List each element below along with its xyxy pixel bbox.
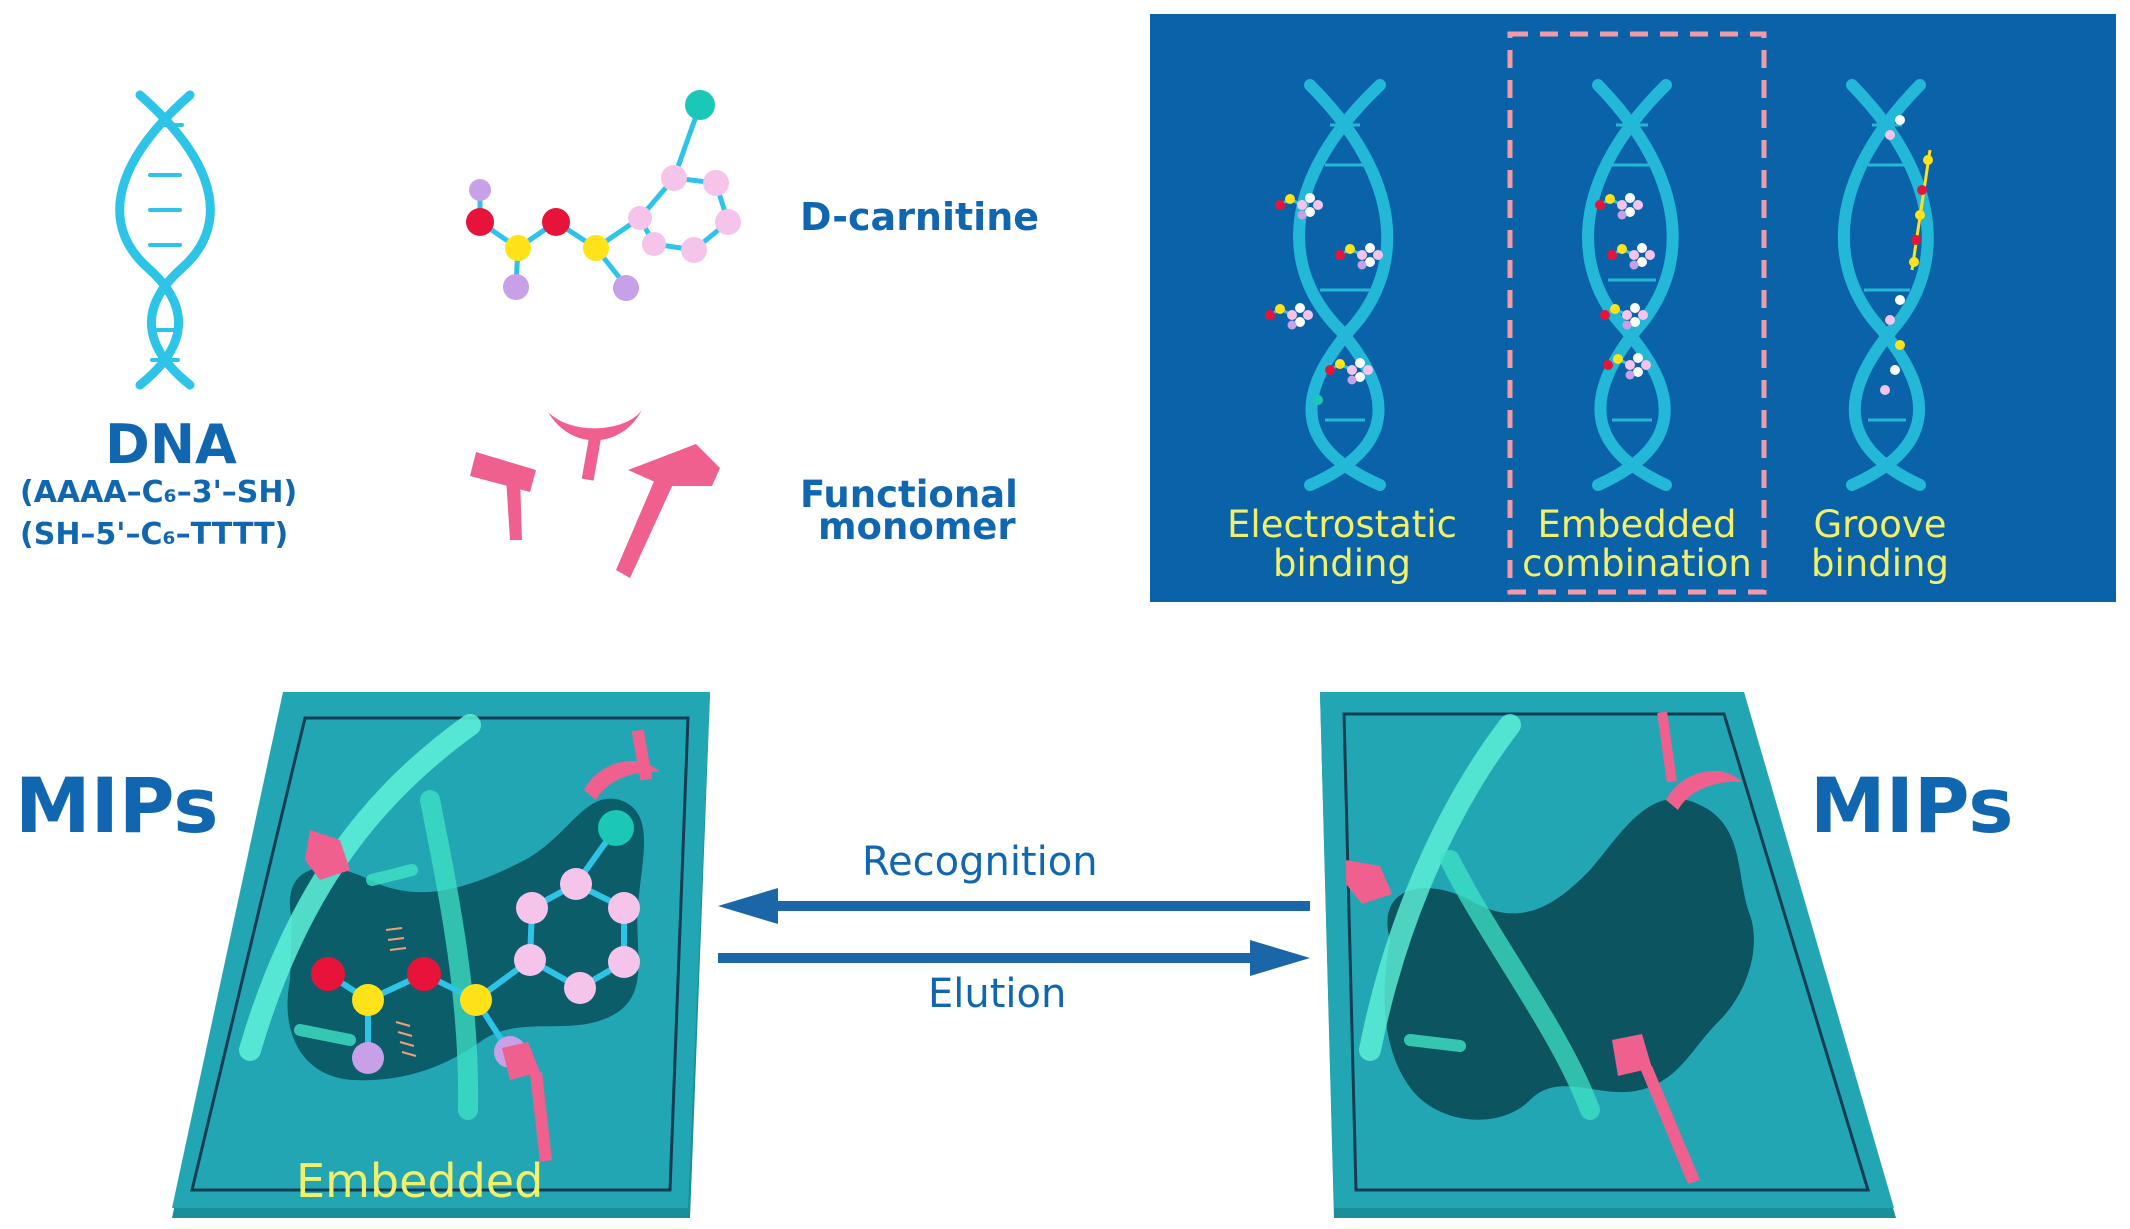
electrostatic-line2: binding (1273, 541, 1411, 585)
functional-monomer-icons (470, 410, 720, 578)
embedded-highlight-box (1507, 31, 1767, 595)
helix-embedded (1582, 79, 1679, 491)
dna-sequence-2: (SH–5'–C₆–TTTT) (20, 517, 289, 552)
functional-monomer-label-line2: monomer (818, 505, 1016, 548)
dna-title: DNA (105, 413, 237, 476)
dna-sequence-1: (AAAA–C₆–3'–SH) (20, 475, 298, 510)
recognition-arrow (718, 888, 1310, 924)
electrostatic-line1: Electrostatic (1227, 503, 1457, 546)
groove-bound-molecule (1880, 115, 1933, 395)
embedded-slab-label: Embedded (296, 1154, 544, 1208)
embedded-line1: Embedded (1537, 503, 1737, 546)
helix-groove (1837, 79, 1934, 491)
d-carnitine-molecule-icon (466, 90, 741, 301)
mips-left-label: MIPs (15, 761, 219, 850)
helix-electrostatic (1263, 79, 1394, 491)
mips-slab-left (172, 692, 710, 1218)
groove-line1: Groove (1813, 503, 1947, 546)
recognition-label: Recognition (862, 839, 1098, 885)
groove-line2: binding (1811, 541, 1949, 585)
functional-monomer-label-line1: Functional (800, 473, 1018, 516)
dna-legend-icon (115, 90, 215, 390)
groove-binding-label: Groove binding (1780, 503, 1980, 585)
mips-right-label: MIPs (1810, 761, 2014, 850)
d-carnitine-label: D-carnitine (800, 195, 1040, 239)
elution-arrow (718, 940, 1310, 976)
embedded-combination-label: Embedded combination (1506, 503, 1768, 585)
electrostatic-binding-label: Electrostatic binding (1222, 503, 1462, 585)
mips-slab-right (1320, 692, 1896, 1218)
right-cavity (1384, 798, 1754, 1120)
elution-label: Elution (928, 971, 1067, 1017)
left-template-molecule (311, 810, 640, 1074)
embedded-line2: combination (1522, 541, 1752, 585)
